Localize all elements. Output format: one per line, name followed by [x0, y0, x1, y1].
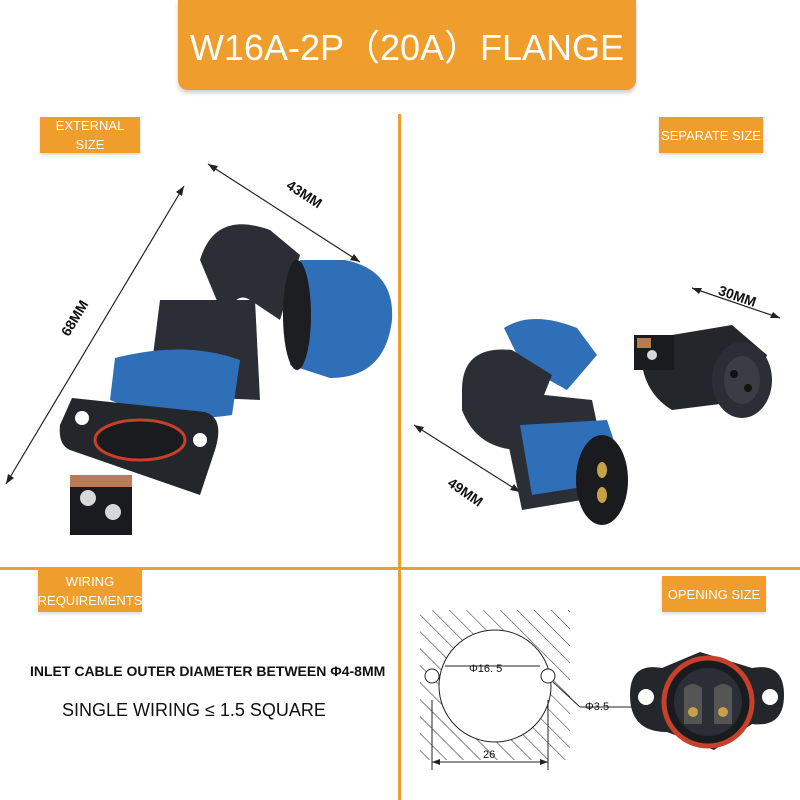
cable-gland — [290, 260, 393, 378]
plug-cable-gland — [504, 319, 597, 390]
hole-diameter-label: Φ16. 5 — [469, 663, 502, 675]
dim-line-49 — [413, 424, 521, 493]
opening-size-drawing: Φ16. 5 Φ3.5 26 — [420, 610, 635, 770]
vertical-divider — [398, 114, 401, 800]
opening-size-tag: OPENING SIZE — [662, 576, 766, 612]
dim-line-68 — [5, 185, 185, 485]
wiring-tag-line1: WIRING — [65, 574, 115, 589]
spacing-label: 26 — [483, 749, 495, 761]
external-size-tag: EXTERNAL SIZE — [40, 117, 140, 153]
mount-hole-label: Φ3.5 — [585, 701, 609, 713]
elbow-body — [200, 224, 300, 320]
cable-diameter-note: INLET CABLE OUTER DIAMETER BETWEEN Φ4-8M… — [30, 663, 386, 679]
separate-size-tag: SEPARATE SIZE — [659, 117, 763, 153]
wiring-requirements-tag: WIRING REQUIREMENTS — [38, 570, 142, 612]
plug-face — [576, 435, 628, 525]
flange-socket-illustration — [630, 652, 784, 750]
external-size-illustration — [5, 163, 393, 535]
separate-size-illustration — [413, 287, 781, 525]
dim-line-43 — [207, 163, 361, 263]
single-wiring-note: SINGLE WIRING ≤ 1.5 SQUARE — [62, 700, 326, 720]
wiring-tag-line2: REQUIREMENTS — [37, 593, 143, 608]
dim-line-30 — [691, 287, 781, 319]
page-title: W16A-2P（20A）FLANGE — [178, 0, 636, 90]
horizontal-divider — [0, 567, 800, 570]
coupling-ring — [110, 349, 240, 418]
